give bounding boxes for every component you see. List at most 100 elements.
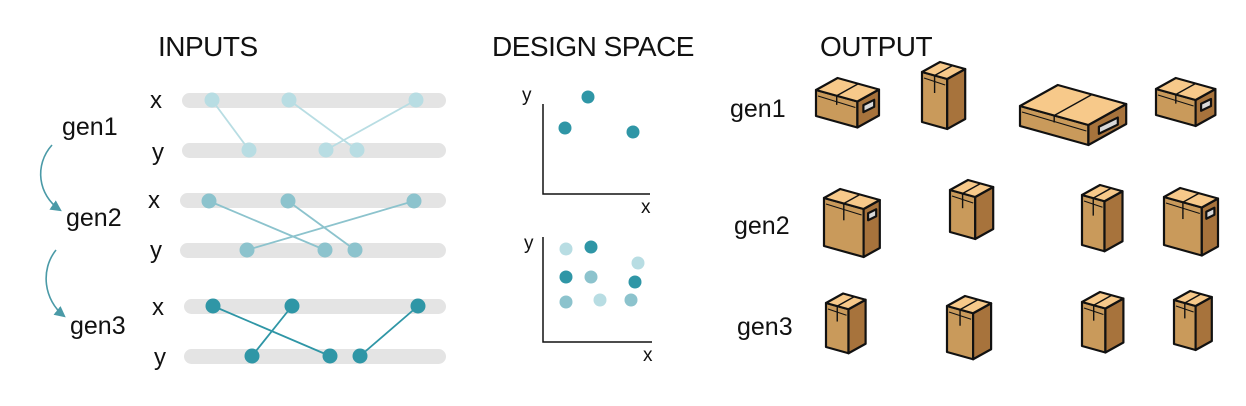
gen3-box-4 bbox=[1172, 289, 1213, 352]
plot-bottom-point-gen1 bbox=[593, 293, 607, 307]
gen2-link-1 bbox=[208, 200, 326, 251]
gen2-y-label: y bbox=[150, 237, 162, 264]
plot-bottom-point-gen1 bbox=[559, 242, 573, 256]
gen1-box-3 bbox=[1018, 83, 1128, 147]
box-tape-top bbox=[1182, 192, 1200, 203]
output-gen1-label: gen1 bbox=[730, 95, 786, 123]
gen3-x-point-1 bbox=[205, 298, 221, 314]
gen2-link-2 bbox=[287, 200, 356, 251]
box-label-sticker bbox=[1199, 97, 1213, 112]
gen1-link-3 bbox=[325, 99, 417, 151]
inputs-gen1-label: gen1 bbox=[62, 113, 118, 141]
gen2-x-track bbox=[180, 193, 446, 208]
gen2-x-label: x bbox=[148, 187, 160, 214]
output-boxes bbox=[814, 60, 1220, 361]
box-flap-line bbox=[948, 311, 972, 320]
output-heading: OUTPUT bbox=[820, 31, 933, 62]
design-space-plot-top: y x bbox=[522, 85, 651, 218]
box-flap-line bbox=[1083, 307, 1104, 316]
box-tape-top bbox=[1092, 187, 1112, 199]
plot-top-x-label: x bbox=[641, 197, 651, 218]
gen1-box-1 bbox=[814, 76, 881, 129]
gen2-box-4 bbox=[1162, 186, 1220, 257]
box-flap-line bbox=[827, 308, 847, 316]
plot-bottom-point-gen3 bbox=[628, 275, 642, 289]
plot-bottom-point-gen2 bbox=[584, 270, 598, 284]
plot-bottom-point-gen1 bbox=[631, 256, 645, 270]
gen2-to-gen3-arrow bbox=[45, 249, 66, 318]
gen1-x-point-1 bbox=[204, 92, 220, 108]
plot-top-point bbox=[626, 125, 640, 139]
design-space-heading: DESIGN SPACE bbox=[492, 31, 694, 62]
gen1-link-1 bbox=[211, 99, 250, 151]
gen3-link-3 bbox=[359, 305, 419, 357]
plot-top-point bbox=[558, 121, 572, 135]
box-tape-top bbox=[1184, 293, 1202, 304]
box-tape-top bbox=[1053, 93, 1093, 117]
box-flap-line bbox=[817, 95, 856, 109]
box-tape-top bbox=[1175, 82, 1196, 96]
gen1-to-gen2-arrow bbox=[39, 144, 62, 212]
gen2-x-point-1 bbox=[201, 193, 217, 209]
gen3-x-label: x bbox=[152, 294, 164, 321]
plot-bottom-point-gen2 bbox=[559, 295, 573, 309]
inputs-gen3-label: gen3 bbox=[70, 312, 126, 340]
gen1-x-point-3 bbox=[408, 92, 424, 108]
plot-bottom-point-gen3 bbox=[584, 240, 598, 254]
output-panel: gen1 gen2 gen3 bbox=[730, 60, 1220, 361]
gen1-box-4 bbox=[1154, 76, 1217, 128]
box-flap-line bbox=[1083, 200, 1103, 208]
gen3-y-label: y bbox=[154, 344, 166, 371]
gen1-x-label: x bbox=[150, 87, 162, 114]
gen1-link-2 bbox=[288, 99, 358, 151]
gen3-y-track bbox=[184, 349, 446, 364]
box-flap-line bbox=[951, 195, 974, 204]
gen3-y-point-1 bbox=[244, 348, 260, 364]
gen2-y-point-3 bbox=[347, 242, 363, 258]
box-tape-top bbox=[836, 296, 855, 307]
design-space-plot-bottom: y x bbox=[524, 233, 653, 366]
box-flap-line bbox=[923, 77, 946, 86]
box-tape-top bbox=[843, 193, 861, 205]
gen2-link-3 bbox=[246, 200, 415, 251]
output-gen2-label: gen2 bbox=[734, 212, 790, 240]
box-flap-line bbox=[1157, 94, 1194, 107]
box-flap-line bbox=[1021, 111, 1087, 132]
design-space-panel: y x y x bbox=[522, 85, 653, 366]
box-tape-top bbox=[962, 182, 981, 195]
gen3-box-2 bbox=[945, 294, 993, 361]
gen3-link-2 bbox=[251, 305, 293, 357]
gen3-y-point-3 bbox=[352, 348, 368, 364]
plot-top-point bbox=[581, 90, 595, 104]
plot-bottom-y-label: y bbox=[524, 233, 534, 254]
plot-bottom-x-label: x bbox=[643, 345, 653, 366]
gen2-y-point-1 bbox=[239, 242, 255, 258]
box-label-sticker bbox=[862, 98, 876, 114]
box-tape-top bbox=[934, 64, 953, 77]
gen3-x-point-3 bbox=[410, 298, 426, 314]
gen1-box-2 bbox=[920, 60, 967, 131]
box-flap-line bbox=[1165, 202, 1200, 215]
plot-bottom-axes bbox=[542, 237, 652, 343]
gen2-box-3 bbox=[1080, 183, 1124, 253]
box-label-sticker bbox=[1205, 206, 1216, 220]
gen2-box-2 bbox=[948, 178, 995, 241]
gen2-y-point-2 bbox=[317, 242, 333, 258]
gen3-box-3 bbox=[1080, 290, 1125, 354]
inputs-gen2-label: gen2 bbox=[66, 204, 122, 232]
gen1-y-point-1 bbox=[241, 142, 257, 158]
gen1-y-point-2 bbox=[318, 142, 334, 158]
plot-bottom-point-gen2 bbox=[624, 293, 638, 307]
gen3-y-point-2 bbox=[322, 348, 338, 364]
gen1-y-point-3 bbox=[349, 142, 365, 158]
gen1-y-track bbox=[182, 143, 446, 158]
gen3-x-point-2 bbox=[284, 298, 300, 314]
plot-top-y-label: y bbox=[522, 85, 532, 106]
box-tape-top bbox=[959, 299, 979, 311]
box-label-sticker bbox=[1097, 116, 1119, 135]
box-label-sticker bbox=[866, 208, 878, 222]
gen2-x-point-2 bbox=[280, 193, 296, 209]
gen1-x-point-2 bbox=[281, 92, 297, 108]
box-flap-line bbox=[1175, 305, 1194, 313]
